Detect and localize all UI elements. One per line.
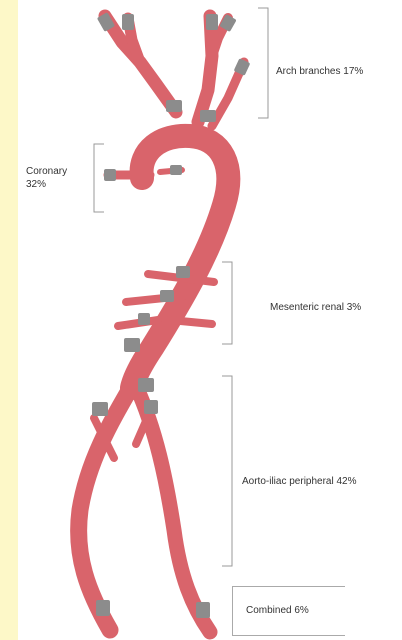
label-arch-branches: Arch branches 17% <box>276 66 363 78</box>
label-coronary-percent: 32% <box>26 179 46 191</box>
iliac-femoral-vessels <box>79 382 210 632</box>
label-combined: Combined 6% <box>246 605 309 617</box>
label-aorto-iliac: Aorto-iliac peripheral 42% <box>242 476 357 488</box>
label-coronary-name: Coronary <box>26 166 67 178</box>
label-mesenteric-renal: Mesenteric renal 3% <box>270 302 361 314</box>
